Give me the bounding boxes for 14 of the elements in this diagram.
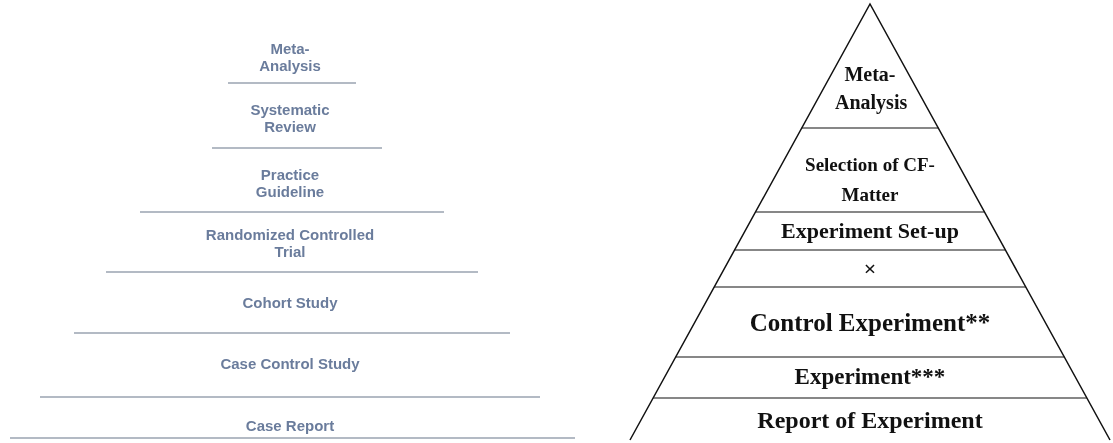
- evidence-level: Systematic Review: [235, 101, 345, 135]
- pyramid-level: Selection of CF- Matter: [795, 150, 945, 210]
- evidence-level: Randomized Controlled Trial: [205, 226, 375, 260]
- evidence-level: Cohort Study: [180, 294, 400, 311]
- pyramid-level: Experiment Set-up: [775, 218, 965, 244]
- pyramid-level: Experiment***: [770, 363, 970, 391]
- evidence-level: Meta- Analysis: [245, 40, 335, 74]
- pyramid-level: Control Experiment**: [725, 308, 1015, 338]
- pyramid-level: ×: [850, 256, 890, 282]
- evidence-level: Case Control Study: [180, 355, 400, 372]
- pyramid-level: Meta- Analysis: [835, 60, 905, 116]
- pyramid-level: Report of Experiment: [725, 405, 1015, 435]
- evidence-level: Practice Guideline: [235, 166, 345, 200]
- evidence-level: Case Report: [180, 417, 400, 434]
